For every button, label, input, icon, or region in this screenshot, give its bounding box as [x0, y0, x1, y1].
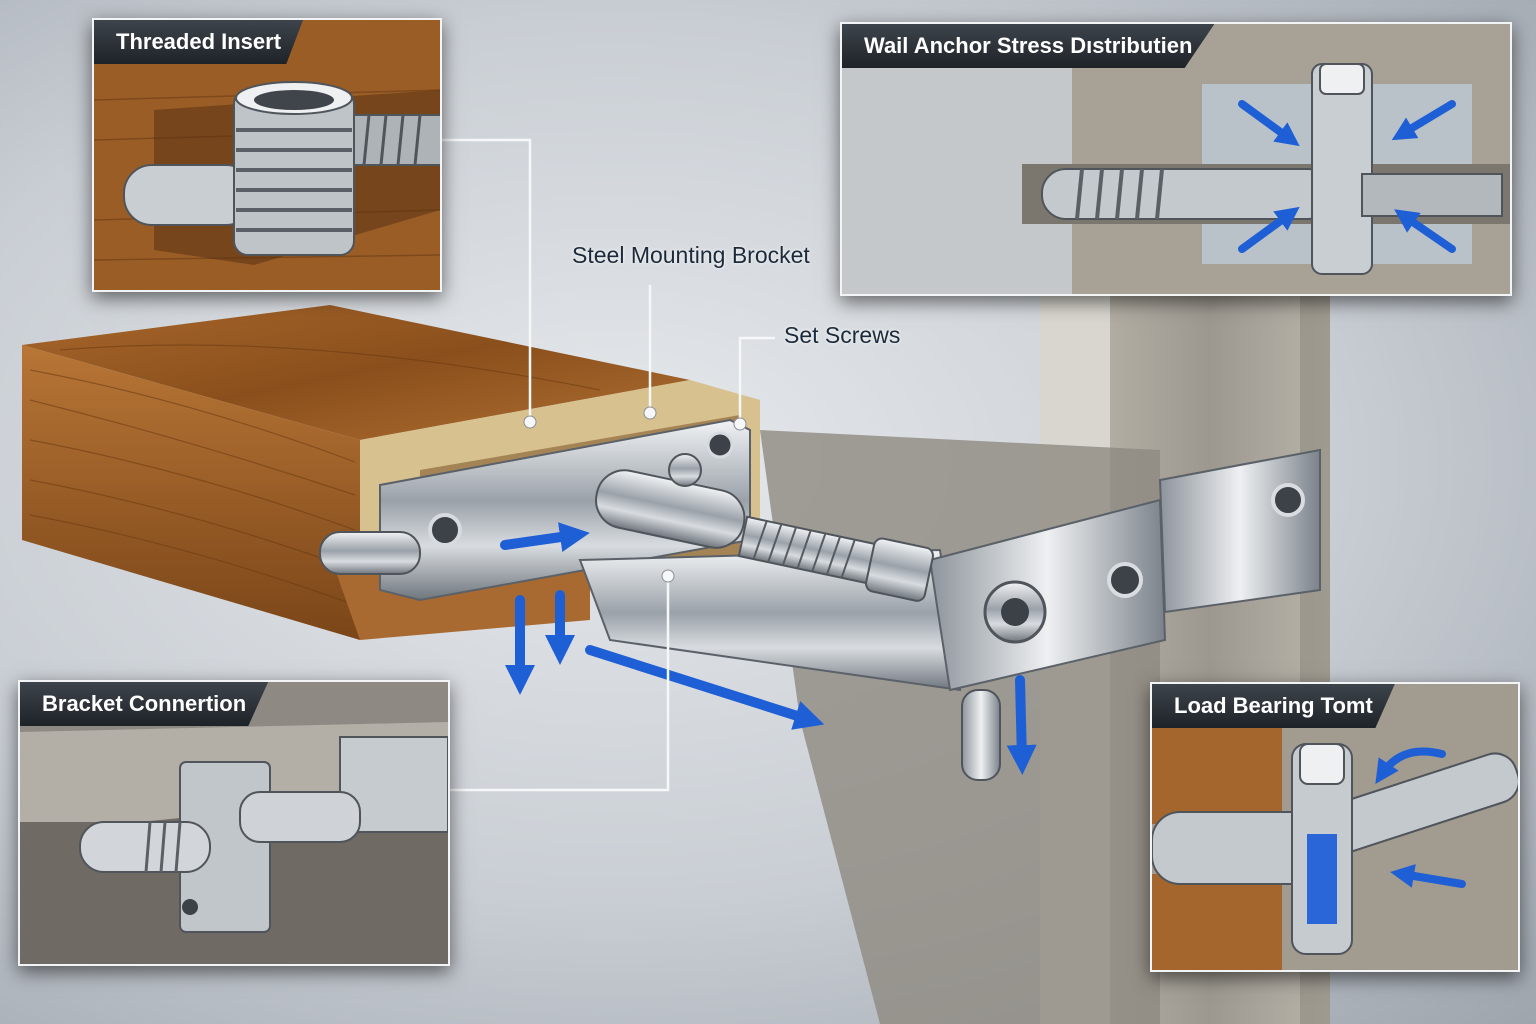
- load-bearing-illustration: [1152, 684, 1518, 970]
- stress-arrows: [1238, 100, 1456, 253]
- shelf-front: [22, 345, 360, 640]
- insert-body: [233, 81, 355, 256]
- leader-lines: [440, 138, 775, 792]
- bracket-wall-arm: [928, 498, 1167, 692]
- callout-steel-mounting-bracket: Steel Mounting Brocket: [572, 242, 810, 268]
- threaded-insert-illustration: [94, 20, 440, 290]
- load-bearing-arrows: [1375, 747, 1466, 888]
- panel-title-bracket-connection: Bracket Connertion: [20, 682, 269, 726]
- bracket-connection-illustration: [20, 682, 448, 964]
- panel-title-threaded-insert: Threaded Insert: [94, 20, 304, 64]
- panel-title-load-bearing: Load Bearing Tomt: [1152, 684, 1395, 728]
- load-bolt: [1291, 743, 1518, 955]
- load-arrows: [500, 522, 1037, 775]
- panel-load-bearing: Load Bearing Tomt: [1150, 682, 1520, 972]
- anchor-sleeve: [1041, 63, 1503, 275]
- wall-anchor-illustration: [842, 24, 1510, 294]
- panel-threaded-insert: Threaded Insert: [92, 18, 442, 292]
- bracket-connection-steel: [79, 736, 448, 933]
- callout-set-screws: Set Screws: [784, 322, 901, 348]
- shelf-top: [22, 305, 690, 440]
- set-screw-head: [668, 453, 702, 487]
- panel-title-wall-anchor: Wail Anchor Stress Dıstributien: [842, 24, 1215, 68]
- anchor-stud: [961, 689, 1001, 781]
- threaded-bolt: [737, 515, 934, 602]
- panel-bracket-connection: Bracket Connertion: [18, 680, 450, 966]
- pin-rod: [319, 531, 421, 575]
- panel-wall-anchor-stress: Wail Anchor Stress Dıstributien: [840, 22, 1512, 296]
